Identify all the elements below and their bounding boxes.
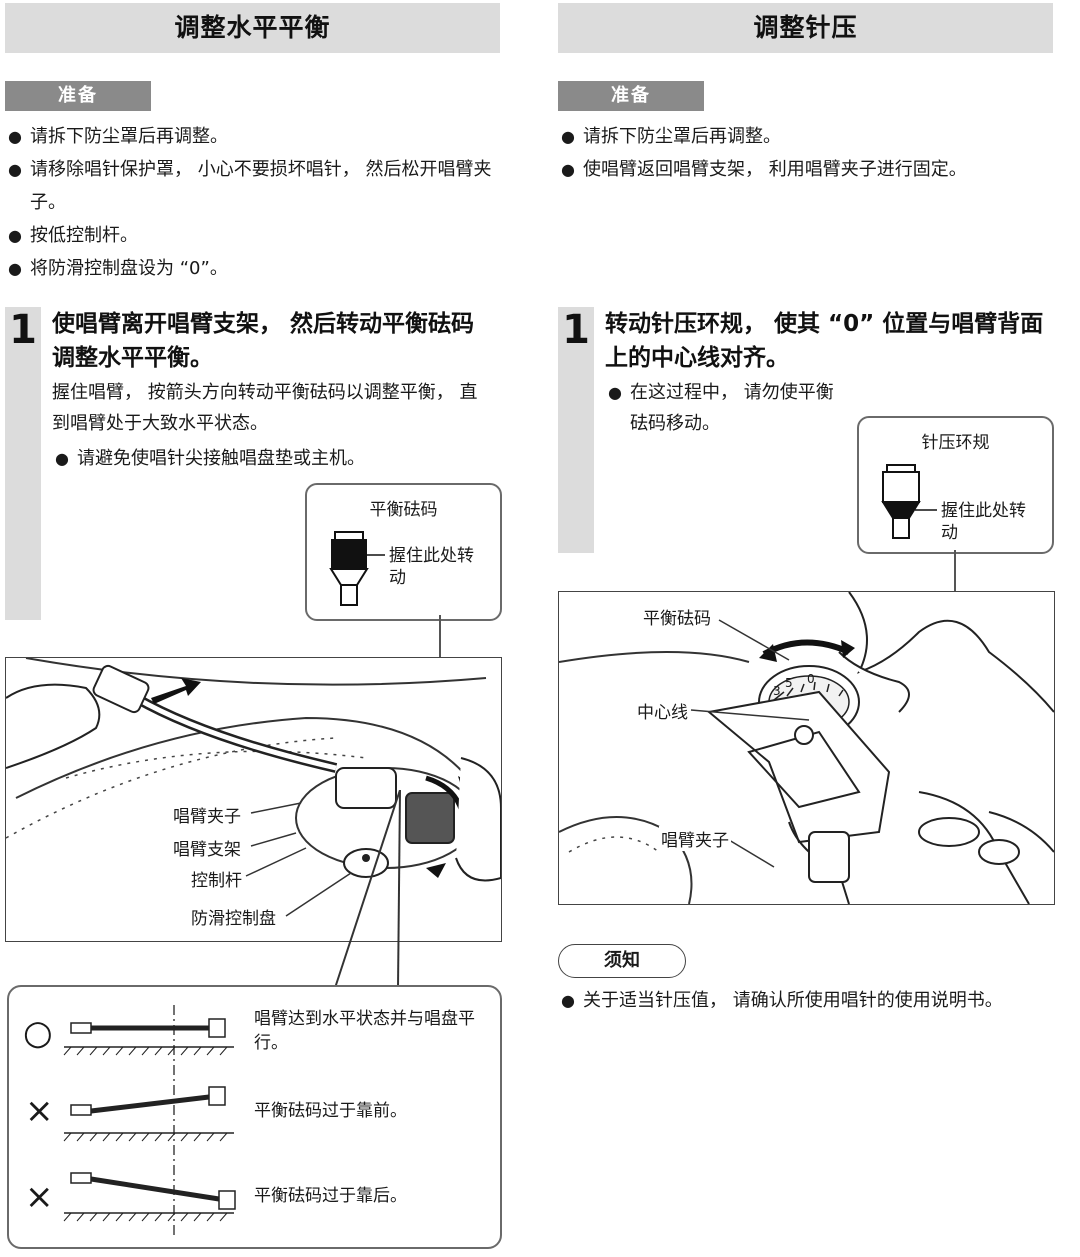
zoom-connector — [334, 790, 401, 989]
list-item: 将防滑控制盘设为 “0”。 — [8, 252, 503, 285]
right-step-number: 1 — [562, 307, 590, 353]
left-step-bar — [5, 307, 41, 620]
right-step-heading: 转动针压环规， 使其 “0” 位置与唱臂背面上的中心线对齐。 — [605, 311, 1044, 371]
notice-label: 须知 — [558, 944, 686, 978]
label-antiskate-dial: 防滑控制盘 — [189, 904, 278, 929]
right-prep-label: 准备 — [558, 81, 704, 111]
left-prep-label: 准备 — [5, 81, 151, 111]
callout-label: 握住此处转动 — [389, 546, 474, 588]
label-counterweight: 平衡砝码 — [641, 604, 713, 629]
gauge-ring-icon — [881, 464, 937, 539]
balance-states-illustration — [63, 1005, 236, 1237]
left-step-body: 握住唱臂， 按箭头方向转动平衡砝码以调整平衡， 直到唱臂处于大致水平状态。 — [52, 382, 478, 434]
state-text: 唱臂达到水平状态并与唱盘平行。 — [254, 1009, 475, 1053]
counterweight-icon — [329, 531, 385, 606]
dial-tick-label: 0 — [807, 672, 815, 686]
left-counterweight-callout: 平衡砝码 握住此处转动 — [305, 483, 502, 621]
callout-title: 针压环规 — [921, 433, 990, 453]
gauge-illustration — [559, 592, 1054, 904]
balance-states-box: ○ 唱臂达到水平状态并与唱盘平行。 × 平衡砝码过于靠前。 × 平衡砝码过于靠后… — [7, 985, 502, 1249]
right-step-bar — [558, 307, 594, 553]
list-item: 使唱臂返回唱臂支架， 利用唱臂夹子进行固定。 — [561, 153, 1076, 186]
list-item: 请避免使唱针尖接触唱盘垫或主机。 — [55, 443, 485, 474]
label-arm-clamp: 唱臂夹子 — [659, 826, 731, 851]
label-arm-clamp: 唱臂夹子 — [171, 802, 243, 827]
state-symbol: ○ — [23, 1013, 53, 1053]
dial-tick-label: 5 — [785, 676, 793, 690]
list-item: 在这过程中， 请勿使平衡砝码移动。 — [608, 377, 848, 439]
callout-title: 平衡砝码 — [369, 500, 438, 520]
right-step-bullets: 在这过程中， 请勿使平衡砝码移动。 — [608, 377, 848, 439]
left-step-heading: 使唱臂离开唱臂支架， 然后转动平衡砝码调整水平平衡。 — [52, 311, 475, 371]
list-item: 请拆下防尘罩后再调整。 — [561, 120, 1076, 153]
stylus-gauge-callout: 针压环规 握住此处转动 — [857, 416, 1054, 554]
state-symbol: × — [25, 1177, 54, 1217]
dial-tick-label: 3 — [773, 684, 781, 698]
left-prep-list: 请拆下防尘罩后再调整。 请移除唱针保护罩， 小心不要损坏唱针， 然后松开唱臂夹子… — [8, 120, 503, 285]
right-section-title: 调整针压 — [558, 3, 1053, 53]
callout-label: 握住此处转动 — [941, 501, 1026, 543]
label-arm-rest: 唱臂支架 — [171, 835, 243, 860]
right-prep-list: 请拆下防尘罩后再调整。 使唱臂返回唱臂支架， 利用唱臂夹子进行固定。 — [561, 120, 1076, 186]
left-section-title: 调整水平平衡 — [5, 3, 500, 53]
list-item: 请拆下防尘罩后再调整。 — [8, 120, 503, 153]
tonearm-illustration — [6, 658, 501, 917]
left-step-number: 1 — [9, 307, 37, 353]
state-text: 平衡砝码过于靠前。 — [254, 1101, 407, 1121]
label-lever: 控制杆 — [189, 866, 244, 891]
list-item: 关于适当针压值， 请确认所使用唱针的使用说明书。 — [561, 984, 1076, 1017]
tonearm-balance-figure: 唱臂夹子 唱臂支架 控制杆 防滑控制盘 — [5, 657, 502, 942]
stylus-pressure-figure: 平衡砝码 中心线 唱臂夹子 3 5 0 — [558, 591, 1055, 905]
state-text: 平衡砝码过于靠后。 — [254, 1186, 407, 1206]
list-item: 按低控制杆。 — [8, 219, 503, 252]
left-step-bullets: 请避免使唱针尖接触唱盘垫或主机。 — [55, 443, 485, 474]
state-symbol: × — [25, 1091, 54, 1131]
list-item: 请移除唱针保护罩， 小心不要损坏唱针， 然后松开唱臂夹子。 — [8, 153, 503, 219]
label-center-line: 中心线 — [635, 698, 690, 723]
notice-list: 关于适当针压值， 请确认所使用唱针的使用说明书。 — [561, 984, 1076, 1017]
